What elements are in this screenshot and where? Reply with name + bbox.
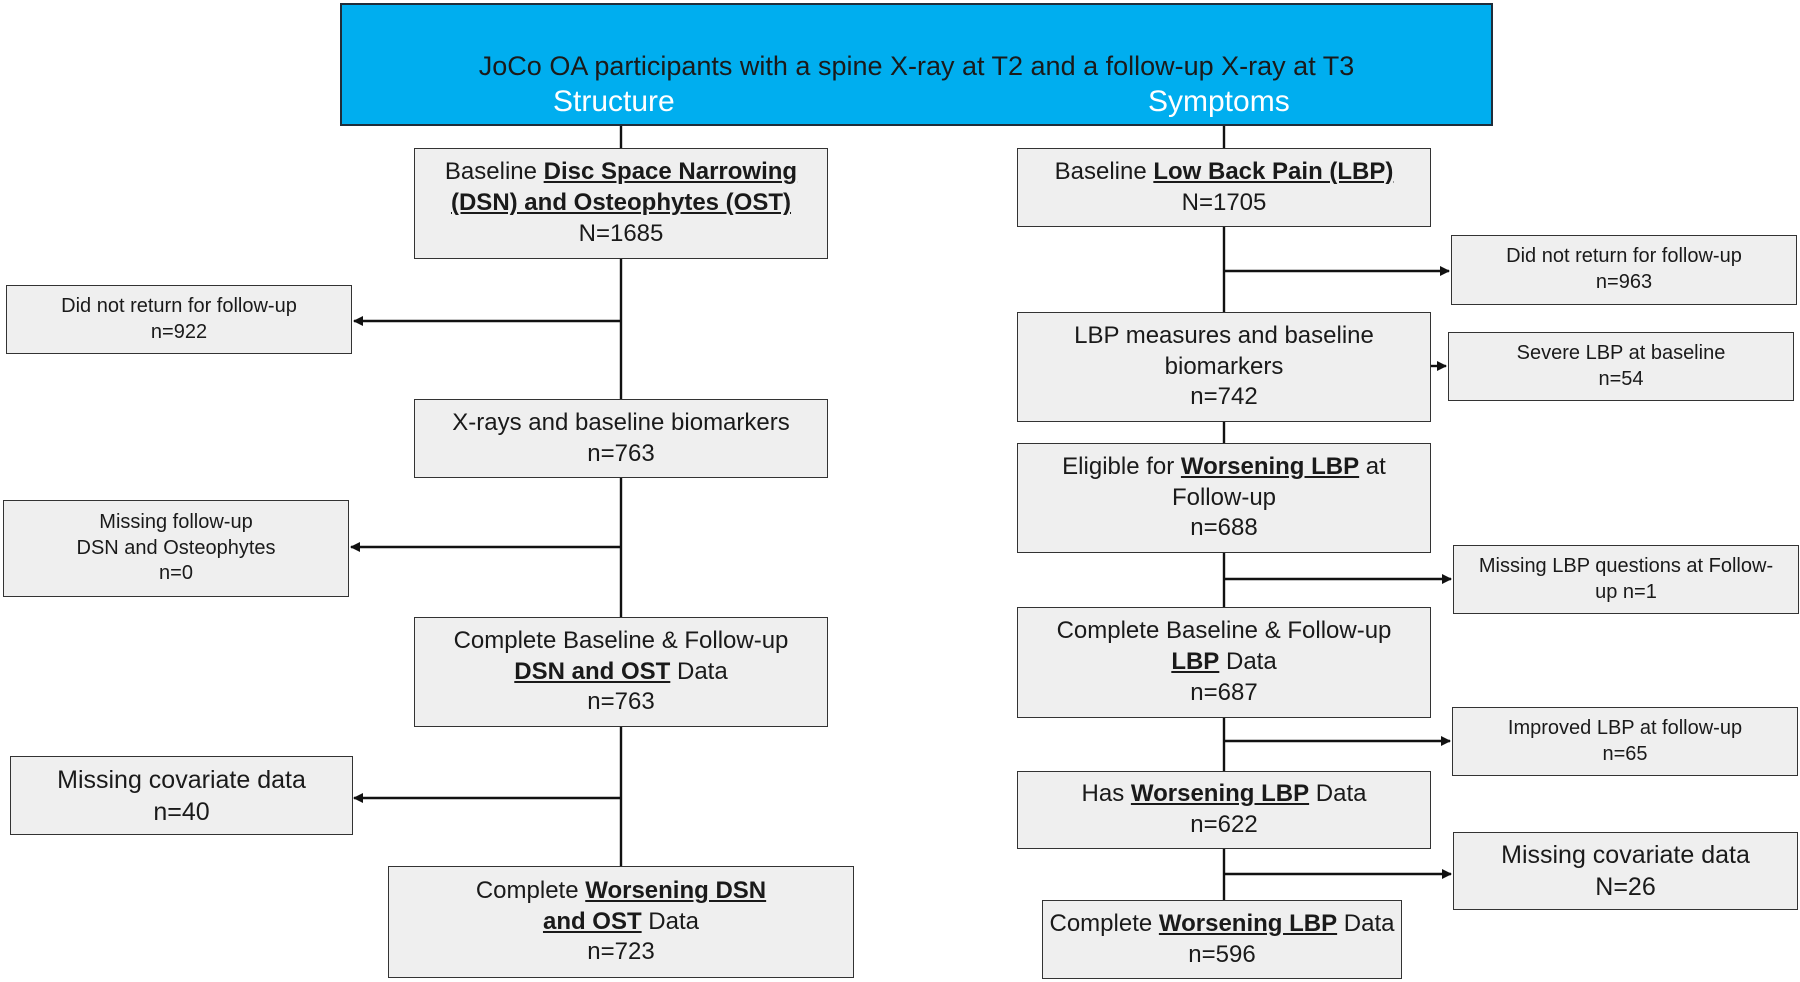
- structure-missing-cov-box: Missing covariate data n=40: [10, 756, 353, 835]
- structure-complete-box: Complete Baseline & Follow-up DSN and OS…: [414, 617, 828, 727]
- symptoms-baseline-box: Baseline Low Back Pain (LBP) N=1705: [1017, 148, 1431, 227]
- count: n=922: [150, 320, 208, 343]
- text-emphasis: Worsening LBP: [1180, 452, 1360, 480]
- text: Baseline: [1054, 157, 1154, 185]
- structure-baseline-box: Baseline Disc Space Narrowing (DSN) and …: [414, 148, 828, 259]
- text-emphasis: Low Back Pain (LBP): [1153, 157, 1394, 185]
- count: N=1705: [1181, 188, 1267, 216]
- text-emphasis: Disc Space Narrowing: [543, 158, 798, 186]
- structure-no-return-box: Did not return for follow-up n=922: [6, 285, 352, 354]
- text-emphasis: and OST: [542, 907, 642, 935]
- count: n=763: [587, 688, 655, 716]
- text: Complete Baseline & Follow-up: [453, 626, 789, 654]
- symptoms-improved-box: Improved LBP at follow-up n=65: [1452, 707, 1798, 776]
- count: n=687: [1190, 678, 1258, 706]
- text: Follow-up: [1171, 483, 1277, 511]
- text: Severe LBP at baseline: [1516, 341, 1726, 364]
- symptoms-missing-cov-box: Missing covariate data N=26: [1453, 832, 1798, 910]
- text: Missing covariate data: [1501, 841, 1750, 869]
- text-emphasis: Worsening LBP: [1130, 780, 1310, 808]
- count: n=65: [1602, 742, 1648, 765]
- structure-missing-fu-box: Missing follow-up DSN and Osteophytes n=…: [3, 500, 349, 597]
- symptoms-measures-box: LBP measures and baseline biomarkers n=7…: [1017, 312, 1431, 422]
- text: Complete: [475, 876, 586, 904]
- count: n=596: [1188, 940, 1256, 968]
- count: n=763: [587, 439, 655, 467]
- text: Baseline: [444, 158, 544, 186]
- header-title: JoCo OA participants with a spine X-ray …: [478, 51, 1355, 81]
- count: n=54: [1598, 367, 1644, 390]
- text: up n=1: [1595, 580, 1657, 603]
- text: LBP measures and baseline: [1074, 321, 1374, 349]
- text: Data: [670, 657, 728, 685]
- text: Data: [1337, 909, 1395, 937]
- text-emphasis: DSN and OST: [514, 657, 671, 685]
- text: DSN and Osteophytes: [76, 536, 276, 559]
- structure-xrays-box: X-rays and baseline biomarkers n=763: [414, 399, 828, 478]
- header-box: JoCo OA participants with a spine X-ray …: [340, 3, 1493, 126]
- text: Did not return for follow-up: [1506, 245, 1742, 268]
- symptoms-eligible-box: Eligible for Worsening LBP at Follow-up …: [1017, 443, 1431, 553]
- text: Did not return for follow-up: [61, 294, 297, 317]
- symptoms-severe-box: Severe LBP at baseline n=54: [1448, 332, 1794, 401]
- count: n=688: [1190, 514, 1258, 542]
- text: Complete: [1049, 909, 1159, 937]
- count: n=963: [1595, 271, 1653, 293]
- count: N=26: [1595, 873, 1656, 901]
- text-emphasis: Worsening LBP: [1158, 909, 1338, 937]
- count: n=742: [1190, 383, 1258, 411]
- symptoms-has-worsening-box: Has Worsening LBP Data n=622: [1017, 771, 1431, 849]
- text: Missing LBP questions at Follow-: [1478, 554, 1774, 577]
- text: Has: [1081, 780, 1131, 808]
- text: Eligible for: [1062, 452, 1181, 480]
- symptoms-complete-box: Complete Baseline & Follow-up LBP Data n…: [1017, 607, 1431, 718]
- structure-label: Structure: [553, 85, 675, 118]
- text: biomarkers: [1164, 352, 1284, 380]
- text: Complete Baseline & Follow-up: [1056, 617, 1392, 645]
- text: Data: [1309, 780, 1367, 808]
- text: Data: [1219, 648, 1277, 676]
- count: N=1685: [578, 219, 664, 247]
- symptoms-missing-q-box: Missing LBP questions at Follow- up n=1: [1453, 545, 1799, 614]
- text-emphasis: (DSN) and Osteophytes (OST): [450, 189, 792, 217]
- symptoms-final-box: Complete Worsening LBP Data n=596: [1042, 900, 1402, 979]
- text: Improved LBP at follow-up: [1507, 716, 1743, 739]
- symptoms-label: Symptoms: [1148, 85, 1290, 118]
- symptoms-no-return-box: Did not return for follow-up n=963: [1451, 235, 1797, 305]
- count: n=40: [153, 797, 210, 826]
- structure-final-box: Complete Worsening DSN and OST Data n=72…: [388, 866, 854, 978]
- text: X-rays and baseline biomarkers: [452, 408, 790, 436]
- text: at: [1359, 452, 1386, 480]
- text: Data: [641, 907, 700, 935]
- text: Missing follow-up: [99, 511, 253, 534]
- count: n=0: [159, 562, 193, 585]
- text-emphasis: Worsening DSN: [585, 876, 767, 904]
- text: Missing covariate data: [57, 765, 306, 794]
- text-emphasis: LBP: [1171, 648, 1220, 676]
- count: n=723: [587, 938, 655, 966]
- count: n=622: [1190, 811, 1258, 838]
